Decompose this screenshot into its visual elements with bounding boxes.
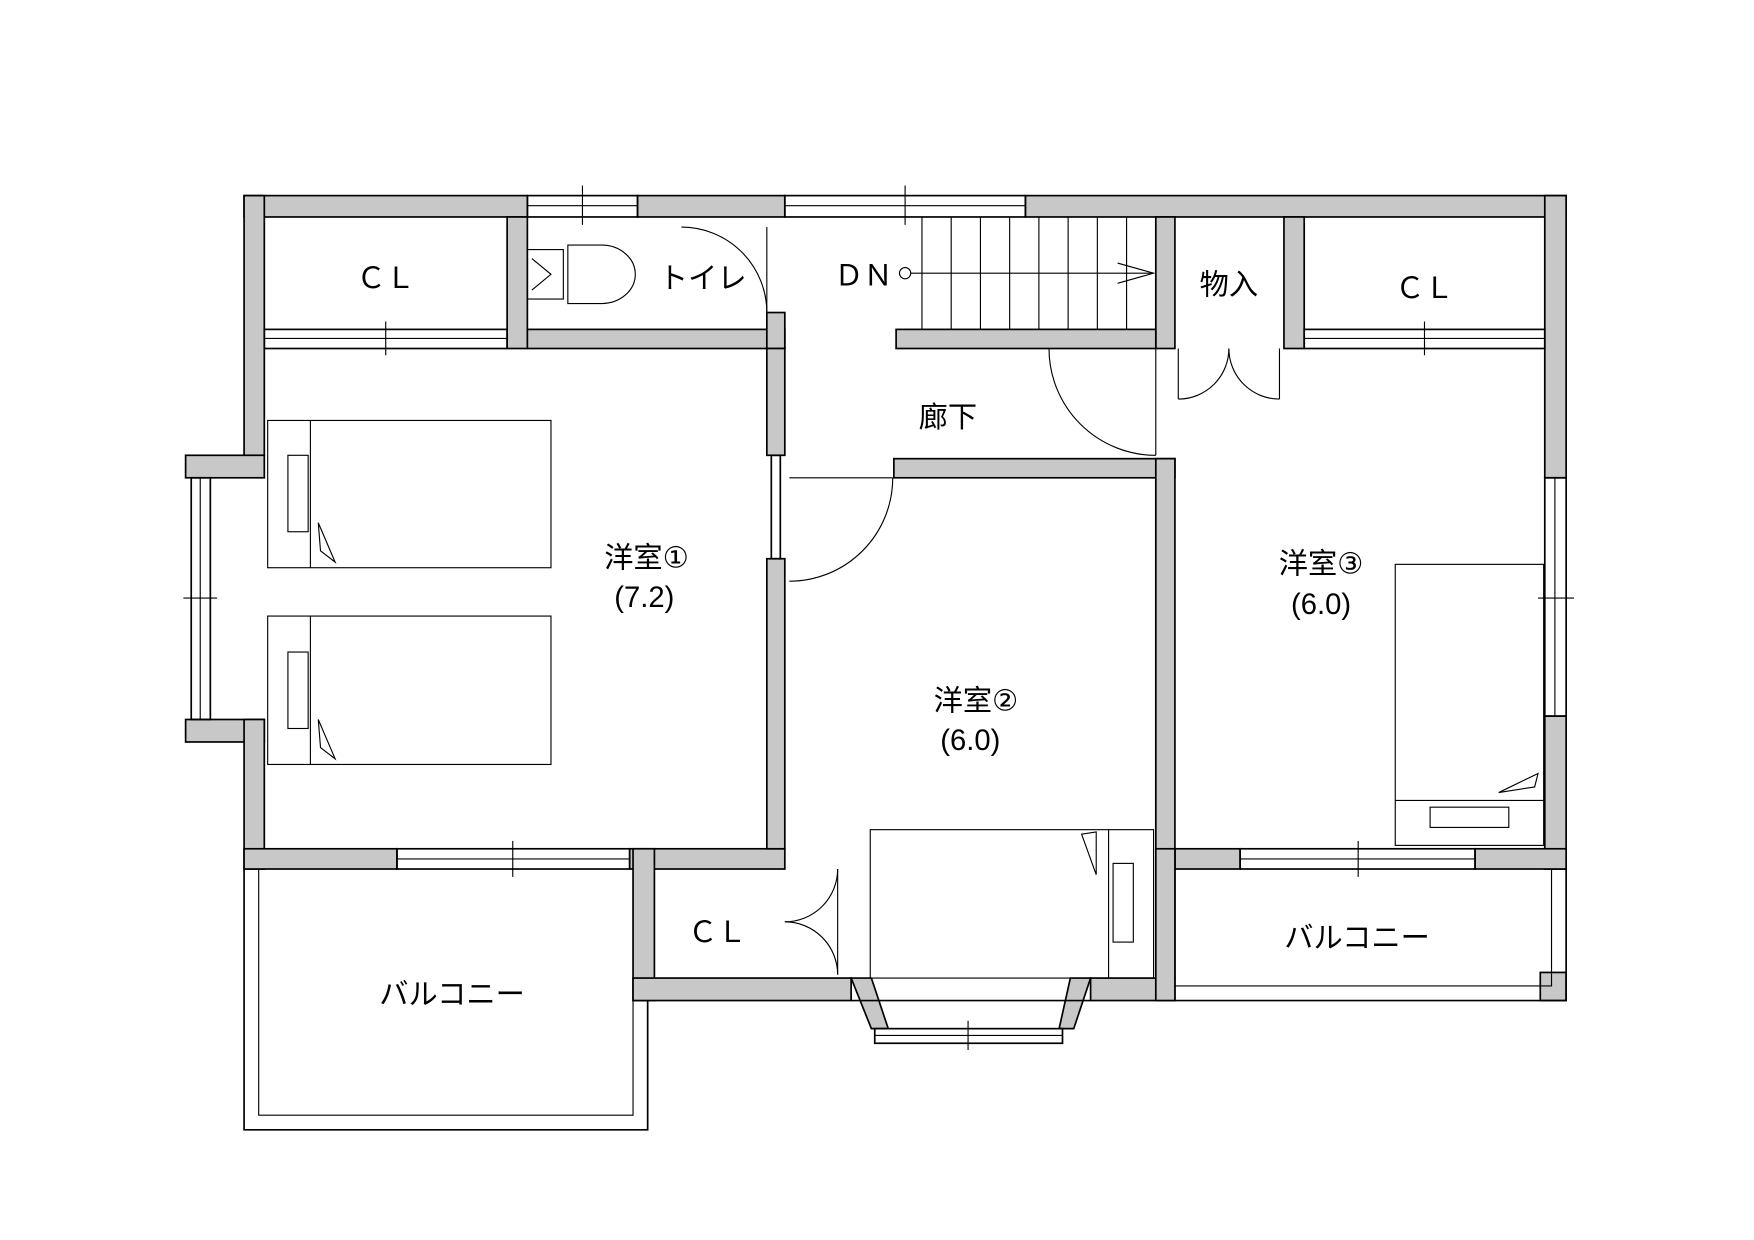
toilet-fixture (526, 244, 636, 305)
room1-size: (7.2) (614, 582, 674, 614)
balconies (243, 869, 1567, 1131)
toilet-label: トイレ (659, 261, 747, 295)
closet-ne-label: ＣＬ (1395, 271, 1453, 305)
balcony-sw-label: バルコニー (379, 977, 525, 1011)
walls (184, 194, 1567, 1030)
room2-size: (6.0) (940, 725, 1000, 757)
room3-name: 洋室③ (1279, 546, 1364, 580)
storage-label: 物入 (1200, 268, 1258, 302)
room3-size: (6.0) (1291, 589, 1351, 621)
closet-s-label: ＣＬ (688, 915, 746, 949)
down-label: ＤＮ (834, 259, 892, 293)
room-labels: ＣＬ トイレ ＤＮ 物入 ＣＬ 廊下 洋室① (7.2) 洋室② (6.0) 洋… (357, 259, 1454, 1011)
hallway-label: 廊下 (919, 400, 977, 434)
beds (267, 419, 1545, 979)
stairs (895, 216, 1157, 350)
room1-name: 洋室① (604, 541, 689, 575)
doors (681, 226, 1281, 975)
closet-nw-label: ＣＬ (357, 261, 415, 295)
room2-name: 洋室② (934, 683, 1019, 717)
balcony-se-label: バルコニー (1284, 921, 1430, 955)
windows (183, 185, 1575, 1051)
